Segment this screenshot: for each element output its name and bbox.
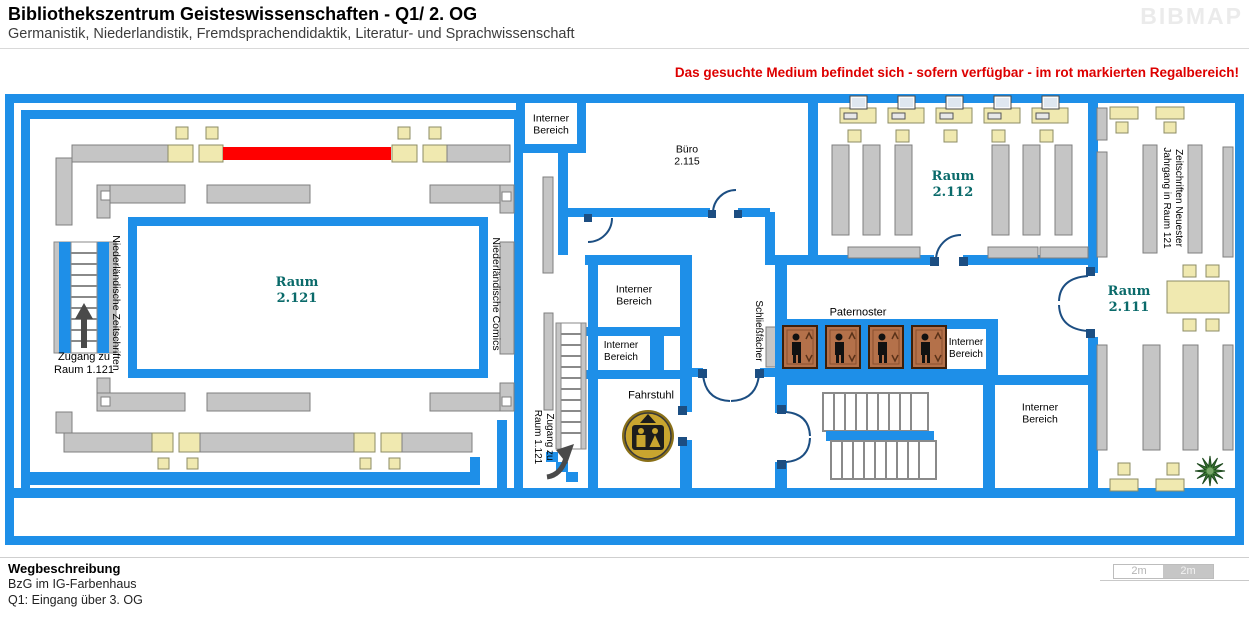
paternoster-cabins	[775, 319, 947, 375]
header-divider	[0, 48, 1249, 49]
central-staircase	[822, 392, 937, 480]
red-highlight-shelf	[223, 147, 391, 160]
label-interner-bereich-a: Interner Bereich	[615, 283, 653, 308]
label-zugang-links: Zugang zu Raum 1.121	[54, 351, 114, 376]
label-interner-bereich-d: Interner Bereich	[1021, 401, 1059, 426]
room-2112-furniture	[831, 95, 1089, 259]
elevator-passengers-icon	[622, 410, 674, 462]
middle-section-walls	[516, 103, 1098, 488]
label-fahrstuhl: Fahrstuhl	[628, 389, 674, 402]
label-raum-2121: Raum 2.121	[275, 274, 319, 306]
paternoster-cabin-icon	[782, 325, 818, 369]
outer-walls	[5, 94, 1244, 545]
label-schliessfaecher: Schließfächer	[752, 300, 764, 362]
paternoster-cabin-icon	[868, 325, 904, 369]
scale-bar-right: 2m	[1163, 564, 1214, 579]
label-zeitschriften-neuester: Zeitschriften Neuester Jahrgang in Raum …	[1161, 147, 1184, 249]
label-interner-bereich-c: Interner Bereich	[948, 337, 984, 360]
stairs-up-arrow-icon	[75, 303, 93, 348]
staircase-to-1121-left	[53, 241, 117, 354]
page-title: Bibliothekszentrum Geisteswissenschaften…	[8, 4, 478, 24]
doors	[584, 189, 1095, 469]
paternoster-cabin-icon	[825, 325, 861, 369]
computer-workstation-icon	[843, 95, 1060, 120]
page-subtitle: Germanistik, Niederlandistik, Fremdsprac…	[8, 26, 575, 42]
plant-icon	[1194, 455, 1226, 487]
label-raum-2112: Raum 2.112	[931, 168, 975, 200]
footer-line2: Q1: Eingang über 3. OG	[8, 593, 143, 607]
footer-line1: BzG im IG-Farbenhaus	[8, 577, 137, 591]
label-zugang-rechts: Zugang zu Raum 1.121	[532, 409, 555, 465]
stairs-curved-arrow-icon	[546, 444, 574, 480]
scale-bar-underline	[1100, 580, 1249, 581]
left-section-shelves	[55, 126, 554, 470]
label-raum-2111: Raum 2.111	[1107, 283, 1151, 315]
label-paternoster: Paternoster	[829, 306, 887, 319]
highlight-notice: Das gesuchte Medium befindet sich - sofe…	[674, 65, 1239, 80]
label-interner-bereich-top: Interner Bereich	[532, 112, 570, 137]
right-wing-furniture	[1096, 106, 1234, 492]
right-section-walls	[767, 103, 1098, 488]
scale-bar-left: 2m	[1113, 564, 1165, 579]
footer-divider	[0, 557, 1249, 558]
label-interner-bereich-b: Interner Bereich	[603, 340, 639, 363]
footer-heading: Wegbeschreibung	[8, 561, 121, 576]
room-2121-outline	[128, 217, 488, 378]
staircase-to-1121-right	[546, 322, 587, 480]
label-niederlaendische-comics: Niederländische Comics	[490, 237, 503, 351]
label-buero-2115: Büro 2.115	[674, 143, 700, 168]
paternoster-cabin-icon	[911, 325, 947, 369]
bibmap-logo: BIBMAP	[1140, 3, 1243, 29]
